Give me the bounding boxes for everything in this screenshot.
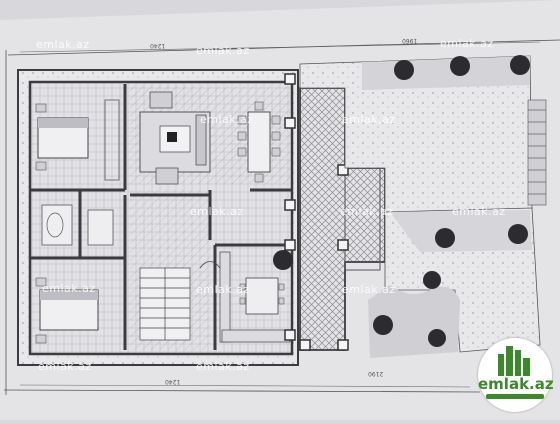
logo-text: emlak.az [478, 375, 554, 393]
watermark-8: emlak.az [452, 205, 506, 218]
watermark-9: emlak.az [42, 282, 96, 295]
watermark-10: emlak.az [196, 283, 250, 296]
buildings-icon [498, 346, 530, 376]
logo-underline [486, 394, 544, 399]
dimension-top-left: 1240 [150, 42, 166, 49]
emlak-logo: emlak.az [478, 338, 554, 412]
watermark-7: emlak.az [340, 205, 394, 218]
watermark-6: emlak.az [190, 205, 244, 218]
dimension-top-right: 1960 [402, 37, 418, 44]
watermark-13: emlak.az [196, 360, 250, 373]
watermark-2: emlak.az [196, 44, 250, 57]
watermark-12: emlak.az [38, 360, 92, 373]
watermark-11: emlak.az [342, 283, 396, 296]
dimension-bottom-right: 2190 [368, 370, 384, 377]
dimension-bottom-left: 1240 [165, 378, 181, 385]
watermark-3: emlak.az [440, 37, 494, 50]
watermark-4: emlak.az [200, 113, 254, 126]
watermark-1: emlak.az [36, 38, 90, 51]
watermark-5: emlak.az [342, 113, 396, 126]
